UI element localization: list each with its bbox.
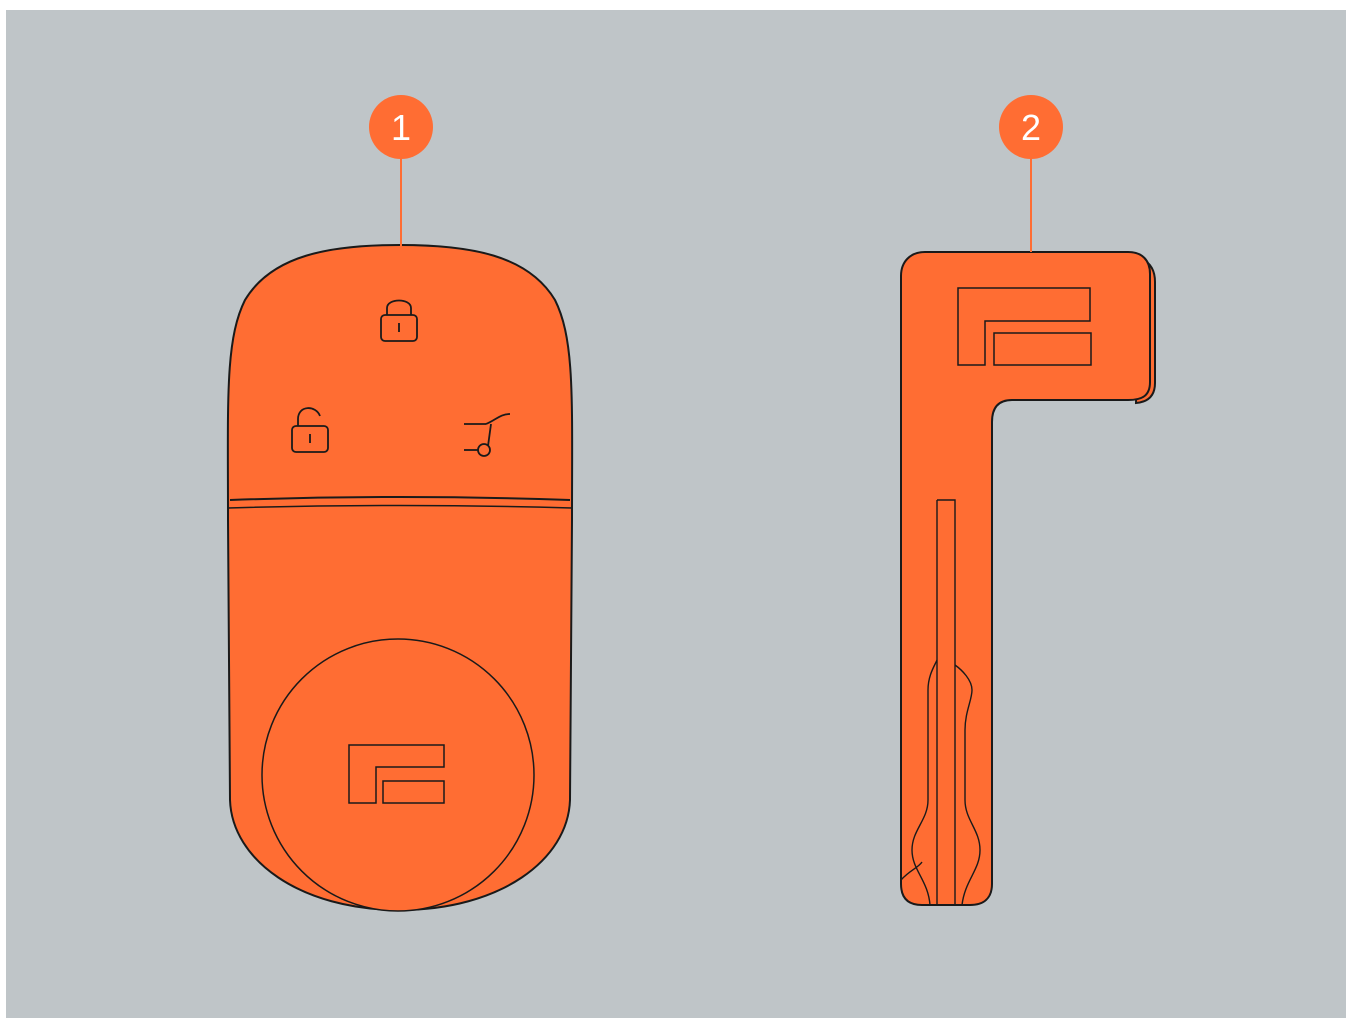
- remote-key-fob: [228, 245, 572, 911]
- callout-1-number: 1: [391, 107, 411, 148]
- background-panel: [6, 10, 1346, 1018]
- callout-2-number: 2: [1021, 107, 1041, 148]
- remote-emblem-disc: [262, 639, 534, 911]
